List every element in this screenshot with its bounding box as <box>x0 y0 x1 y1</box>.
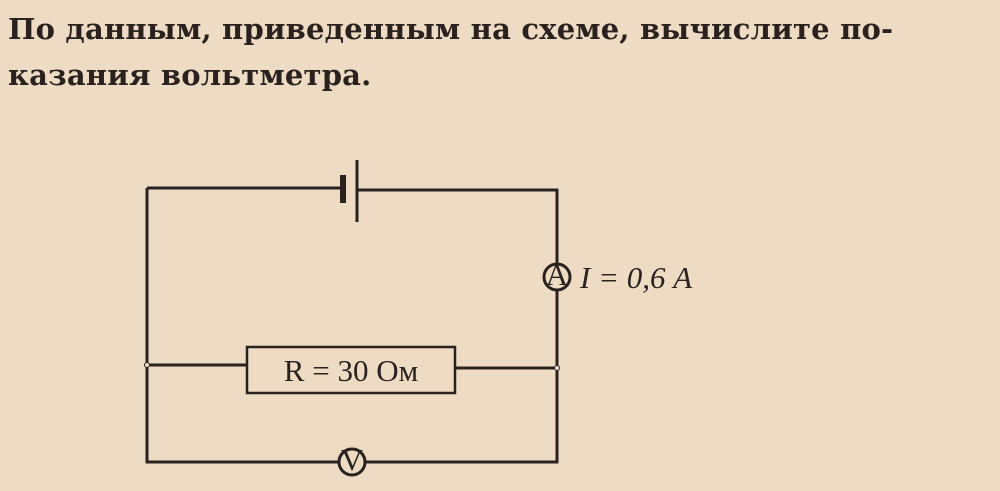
ammeter <box>542 262 572 292</box>
junction-left <box>144 362 150 368</box>
voltmeter <box>337 447 367 477</box>
task-line-1: По данным, приведенным на схеме, вычисли… <box>8 12 894 46</box>
wire-top-right <box>357 188 559 264</box>
wire-right <box>365 290 559 464</box>
resistor-label: R = 30 Ом <box>284 353 418 388</box>
ammeter-symbol: A <box>546 257 569 292</box>
resistor <box>245 345 457 395</box>
wire-left <box>145 188 339 464</box>
task-line-2: казания вольтметра. <box>8 58 372 92</box>
current-label: I = 0,6 А <box>579 260 693 295</box>
junction-right <box>554 365 560 371</box>
task-text: По данным, приведенным на схеме, вычисли… <box>8 6 998 98</box>
voltmeter-symbol: V <box>341 442 364 477</box>
